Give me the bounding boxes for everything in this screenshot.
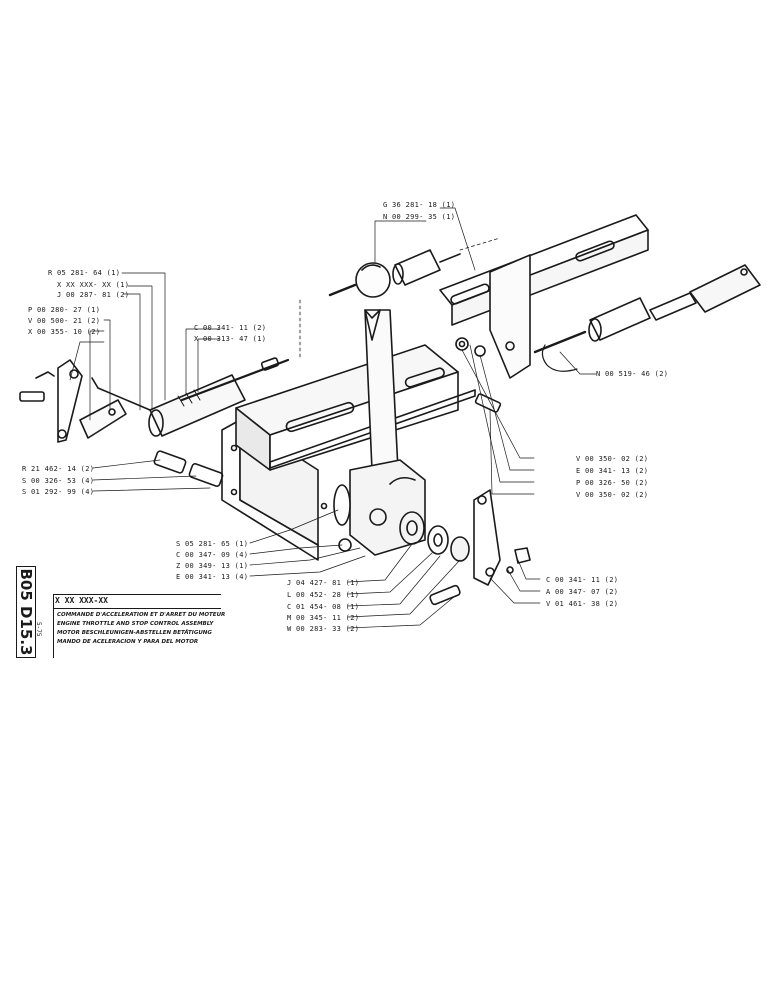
callout-x00313: X 00 313- 47 (1): [194, 335, 267, 343]
washers-right: [455, 337, 502, 413]
threaded-rod: [177, 357, 290, 407]
callout-r21462: R 21 462- 14 (2): [22, 465, 95, 473]
bolts-left: [153, 450, 224, 488]
cable-strand: [541, 344, 578, 372]
callout-c00341-upper: C 00 341- 11 (2): [194, 324, 267, 332]
callout-z00349: Z 00 349- 13 (1): [176, 562, 249, 570]
title-es: MANDO DE ACELERACION Y PARA DEL MOTOR: [57, 639, 199, 645]
callout-a00347: A 00 347- 07 (2): [546, 588, 619, 596]
clevis: [79, 399, 127, 439]
sheet-code-box: B05 D15.3: [16, 566, 36, 658]
callout-n00519: N 00 519- 46 (2): [596, 370, 669, 378]
leader-lines: [69, 207, 597, 629]
title-en: ENGINE THROTTLE AND STOP CONTROL ASSEMBL…: [57, 621, 214, 627]
callout-p00280: P 00 280- 27 (1): [28, 306, 101, 314]
callout-v00350-a: V 00 350- 02 (2): [576, 455, 649, 463]
callout-w00283: W 00 283- 33 (2): [287, 625, 360, 633]
title-de: MOTOR BESCHLEUNIGEN-ABSTELLEN BETÄTIGUNG: [57, 630, 212, 636]
top-mounting-bar: [439, 214, 649, 379]
callout-v00350-b: V 00 350- 02 (2): [576, 491, 649, 499]
callout-j00287: J 00 287- 81 (2): [57, 291, 130, 299]
callout-e00341-right: E 00 341- 13 (2): [576, 467, 649, 475]
title-rule-left: [53, 594, 54, 658]
upper-cable-fitting: [328, 249, 461, 297]
callout-s00326: S 00 326- 53 (4): [22, 477, 95, 485]
pivot-arm: [19, 359, 83, 443]
callout-c00341-lower: C 00 341- 11 (2): [546, 576, 619, 584]
lever-hub: [349, 459, 426, 556]
callout-s05281: S 05 281- 65 (1): [176, 540, 249, 548]
callout-m00345: M 00 345- 11 (2): [287, 614, 360, 622]
callout-x00355: X 00 355- 10 (2): [28, 328, 101, 336]
callout-v00500: V 00 500- 21 (2): [28, 317, 101, 325]
hand-lever: [355, 262, 399, 471]
lower-lever-arm: [429, 489, 531, 606]
title-fr: COMMANDE D'ACCELERATION ET D'ARRET DU MO…: [57, 612, 226, 618]
bushing-stack: [333, 484, 470, 562]
callout-e00341-lower: E 00 341- 13 (4): [176, 573, 249, 581]
callout-p00326: P 00 326- 50 (2): [576, 479, 649, 487]
callout-l00452: L 00 452- 28 (1): [287, 591, 360, 599]
channel-housing: [235, 344, 476, 471]
callout-n00299: N 00 299- 35 (1): [383, 213, 456, 221]
alignment-lines: [299, 237, 501, 359]
sheet-date: 5-75: [35, 622, 42, 637]
assembly-part-number: X XX XXX-XX: [55, 596, 108, 605]
callout-j04427: J 04 427- 81 (1): [287, 579, 360, 587]
title-block: X XX XXX-XX COMMANDE D'ACCELERATION ET D…: [53, 594, 225, 658]
sheet-code: B05 D15.3: [17, 568, 35, 656]
callout-c00347: C 00 347- 09 (4): [176, 551, 249, 559]
title-rule-mid: [53, 608, 221, 609]
callout-v01461: V 01 461- 38 (2): [546, 600, 619, 608]
control-cylinder: [91, 374, 246, 437]
callout-s01292: S 01 292- 99 (4): [22, 488, 95, 496]
callout-c01454: C 01 454- 08 (1): [287, 603, 360, 611]
callout-r05281: R 05 281- 64 (1): [48, 269, 121, 277]
callout-g36281: G 36 281- 18 (1): [383, 201, 456, 209]
callout-xxx: X XX XXX- XX (1): [57, 281, 130, 289]
title-rule-top: [53, 594, 221, 595]
